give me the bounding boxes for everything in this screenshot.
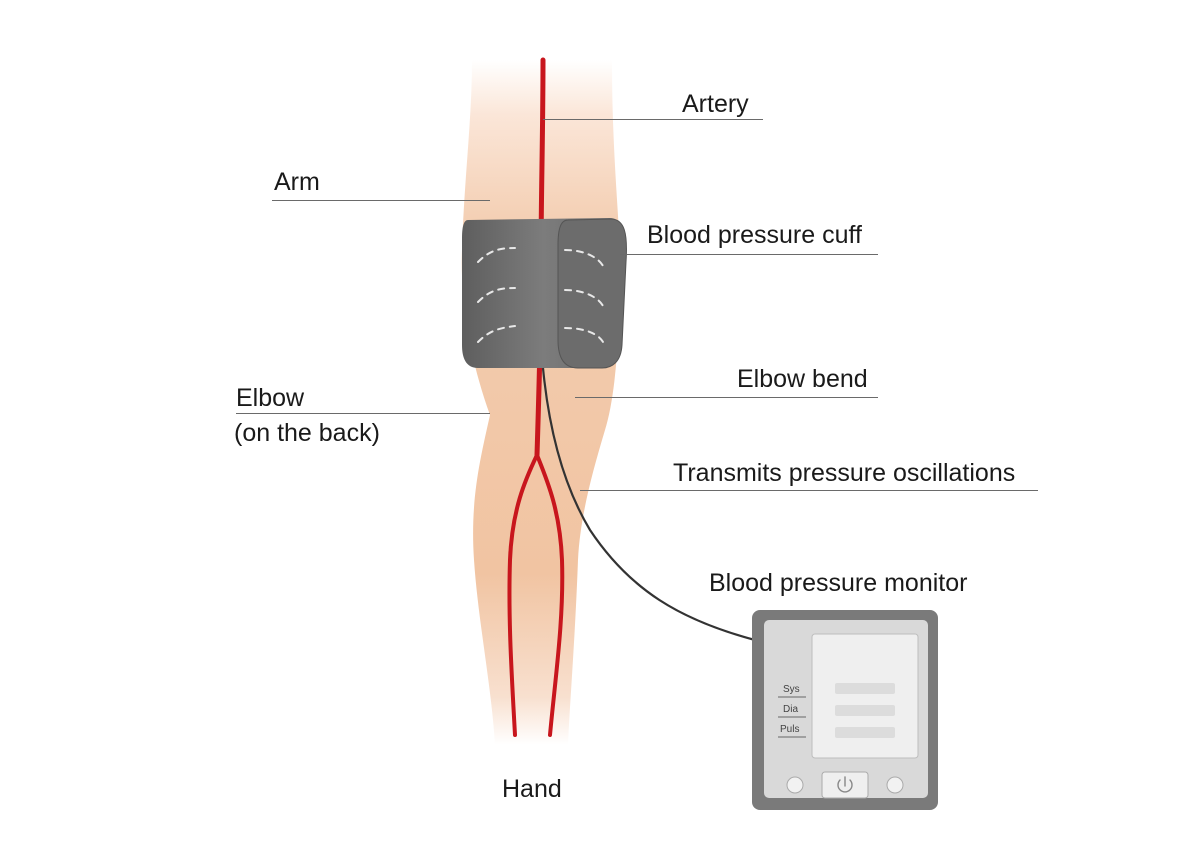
power-icon bbox=[837, 776, 853, 793]
label-elbow-bend: Elbow bend bbox=[737, 365, 868, 393]
monitor-readout-puls bbox=[835, 727, 895, 738]
leader-elbow-bend bbox=[575, 397, 878, 398]
monitor-sys-label: Sys bbox=[783, 684, 800, 695]
artery-branch-right bbox=[535, 453, 565, 737]
leader-cuff bbox=[620, 254, 878, 255]
leader-elbow bbox=[236, 413, 490, 414]
leader-artery bbox=[543, 119, 763, 120]
monitor-puls-label: Puls bbox=[780, 724, 800, 735]
monitor-readout-dia bbox=[835, 705, 895, 716]
label-elbow-line2: (on the back) bbox=[234, 419, 380, 447]
label-transmits: Transmits pressure oscillations bbox=[673, 459, 1016, 487]
label-cuff: Blood pressure cuff bbox=[647, 221, 862, 249]
cuff-flap bbox=[557, 218, 627, 369]
monitor-left-button[interactable] bbox=[786, 776, 804, 794]
leader-transmits bbox=[580, 490, 1038, 491]
label-hand: Hand bbox=[502, 775, 562, 803]
monitor-right-button[interactable] bbox=[886, 776, 904, 794]
label-artery: Artery bbox=[682, 90, 749, 118]
artery-branch-left bbox=[507, 453, 539, 737]
label-elbow-line1: Elbow bbox=[236, 384, 305, 412]
leader-arm bbox=[272, 200, 490, 201]
cuff-tube bbox=[541, 367, 756, 642]
label-monitor: Blood pressure monitor bbox=[709, 569, 968, 597]
monitor-dia-label: Dia bbox=[783, 704, 799, 715]
cuff-stitch-marks bbox=[477, 247, 605, 345]
label-arm: Arm bbox=[274, 168, 320, 196]
monitor-readout-sys bbox=[835, 683, 895, 694]
monitor-screen bbox=[811, 633, 919, 759]
